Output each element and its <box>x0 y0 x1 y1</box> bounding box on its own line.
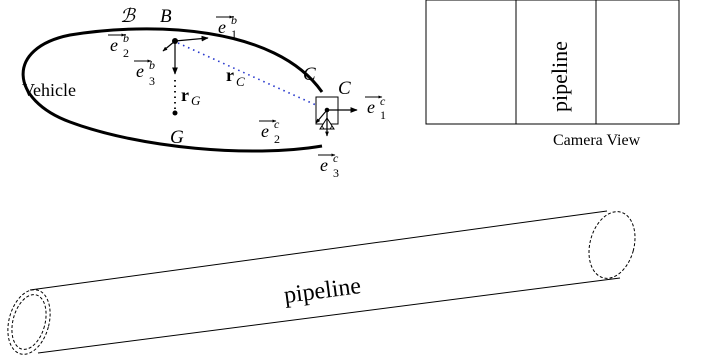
svg-text:e: e <box>218 17 226 37</box>
camera-point-outer-label: C <box>338 78 351 99</box>
svg-text:r: r <box>181 85 189 105</box>
camera-view-panel: pipeline Camera View <box>425 0 680 149</box>
svg-text:1: 1 <box>231 27 237 41</box>
svg-text:3: 3 <box>333 166 339 180</box>
svg-text:e: e <box>367 97 375 117</box>
svg-text:C: C <box>236 74 245 89</box>
eb3-label: e b 3 <box>134 58 155 88</box>
ec2-arrow <box>315 109 328 124</box>
svg-text:r: r <box>226 65 234 85</box>
svg-text:3: 3 <box>149 74 155 88</box>
vehicle-outline <box>21 27 324 153</box>
pipe-near-end-outer <box>7 289 51 355</box>
ec2-label: e c 2 <box>259 117 280 146</box>
frame-symbol: ℬ <box>120 6 137 27</box>
ec3-label: e c 3 <box>318 151 339 180</box>
camera-view-caption: Camera View <box>553 132 641 149</box>
rG-label: r G <box>181 85 201 108</box>
svg-text:c: c <box>333 151 339 165</box>
svg-text:e: e <box>136 61 144 81</box>
svg-text:G: G <box>191 93 201 108</box>
cg-dot <box>172 110 178 116</box>
svg-text:1: 1 <box>380 108 386 122</box>
svg-text:e: e <box>261 121 269 141</box>
pipe-bottom-edge <box>37 277 621 354</box>
body-point-label: B <box>160 6 172 27</box>
eb1-arrow <box>174 35 209 42</box>
camera-view-pipeline-label: pipeline <box>547 41 572 112</box>
cg-label: G <box>170 127 184 148</box>
pipe-far-end <box>588 211 636 279</box>
svg-text:b: b <box>149 58 155 72</box>
eb1-label: e b 1 <box>216 13 237 41</box>
ec1-label: e c 1 <box>365 94 386 122</box>
vehicle-diagram: ℬ B Vehicle e b 1 e b 2 e b <box>21 6 386 180</box>
rC-label: r C <box>226 65 245 89</box>
svg-text:2: 2 <box>123 46 129 60</box>
eb2-arrow <box>162 40 176 52</box>
svg-text:c: c <box>380 94 386 108</box>
pipe-top-edge <box>29 210 608 291</box>
svg-text:b: b <box>123 31 129 45</box>
camera-view-frame <box>425 0 680 125</box>
pipe-label: pipeline <box>282 273 362 309</box>
pipe-near-end-inner <box>11 294 47 350</box>
svg-text:e: e <box>320 155 328 175</box>
camera-point-inner-label: C <box>303 64 316 85</box>
svg-text:2: 2 <box>274 132 280 146</box>
svg-text:e: e <box>110 35 118 55</box>
pipe-diagram: pipeline <box>7 210 636 355</box>
svg-text:c: c <box>274 117 280 131</box>
svg-text:b: b <box>231 13 237 27</box>
eb2-label: e b 2 <box>108 31 129 60</box>
vehicle-label: Vehicle <box>22 80 76 100</box>
